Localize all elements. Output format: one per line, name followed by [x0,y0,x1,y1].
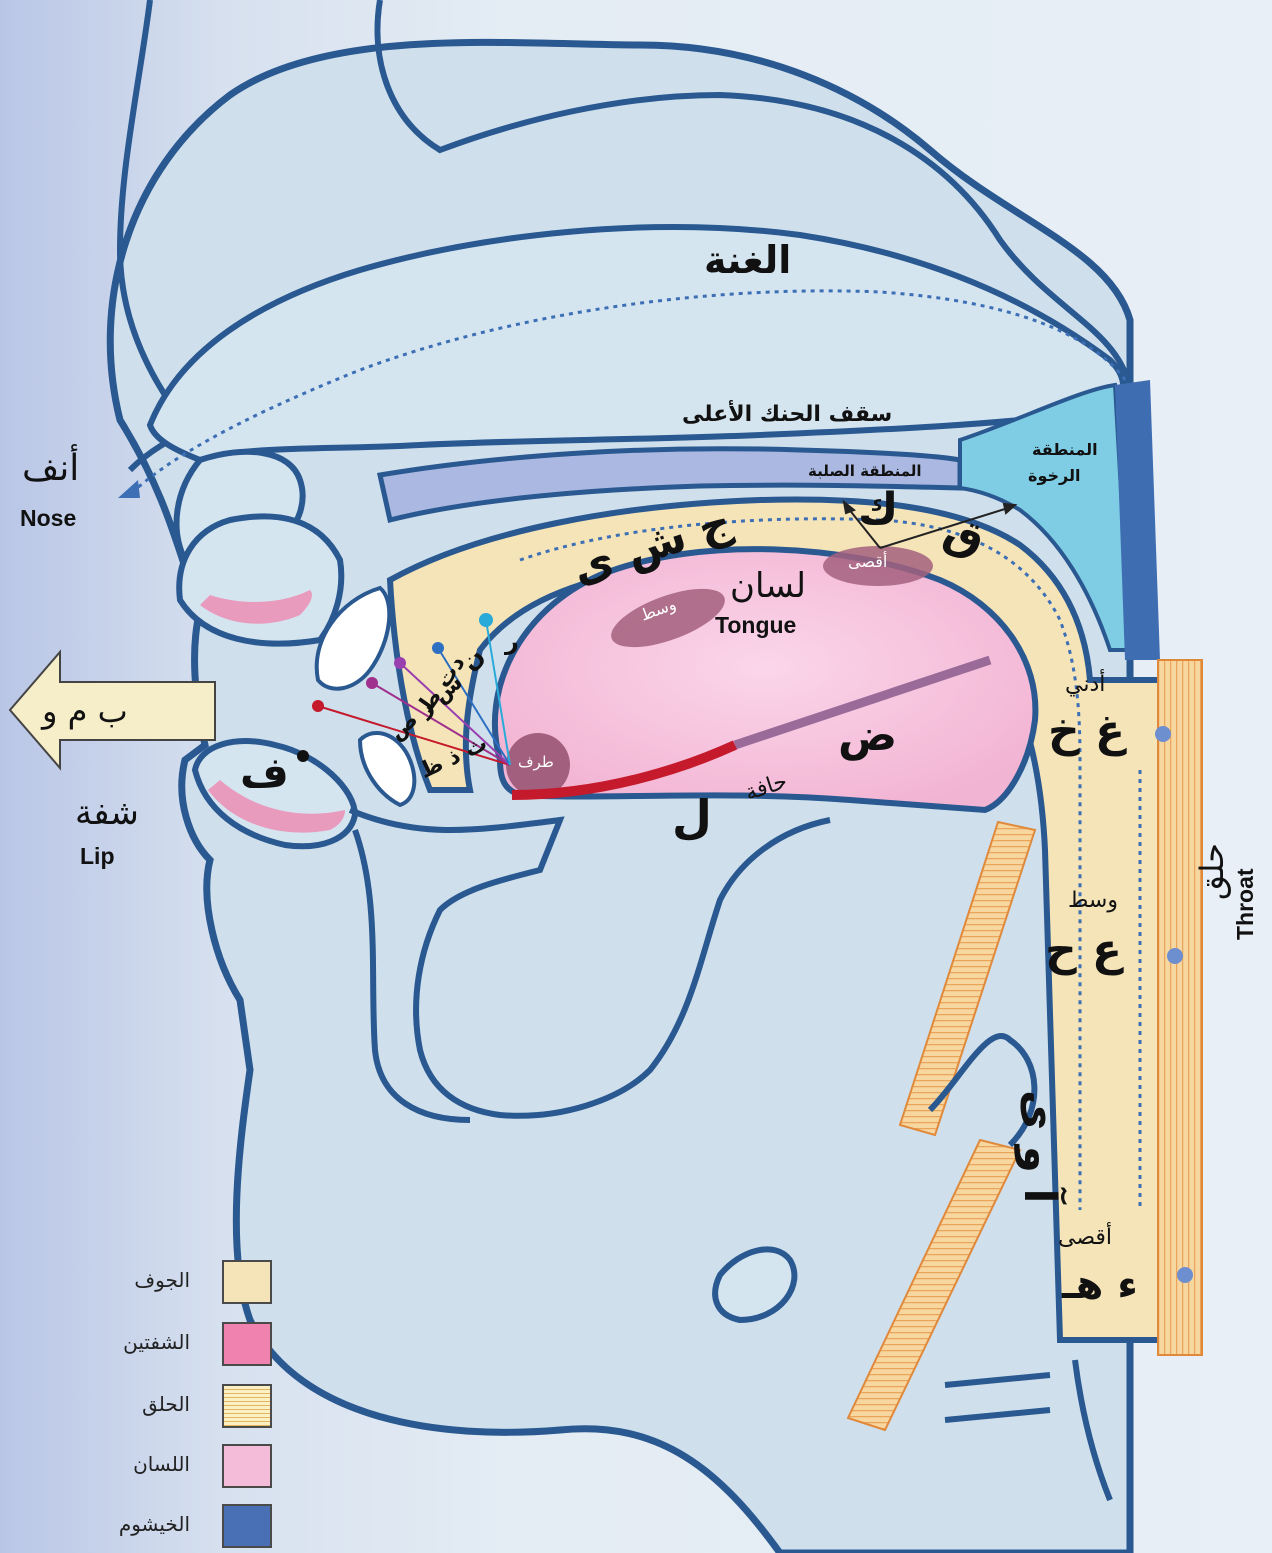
legend-item-jawf: الجوف [100,1260,275,1308]
legend-swatch [222,1260,272,1304]
upper-lip [179,516,341,643]
legend-label: الشفتين [123,1330,190,1354]
tongue-en-label: Tongue [715,612,796,639]
adna-label: أدني [1065,672,1105,697]
legend-item-khayshum: الخيشوم [100,1504,275,1552]
hamza-ha-letters: ء هـ [1062,1262,1138,1308]
aqsa-throat-label: أقصى [1058,1225,1112,1250]
soft-region-label-1: المنطقة [1032,440,1098,459]
nose-en-label: Nose [20,505,76,532]
legend-item-throat: الحلق [100,1384,275,1432]
kaf-letter: ك [858,484,898,535]
ain-ha-letters: ع ح [1045,925,1122,976]
ghain-kha-letters: غ خ [1048,706,1125,757]
legend-label: الجوف [134,1268,190,1292]
throat-ar-label: حلق [1193,843,1231,900]
airflow-arrowhead [118,480,140,498]
lip-ar-label: شفة [75,793,139,833]
tongue-ar-label: لسان [730,566,806,606]
lip-en-label: Lip [80,843,115,870]
legend-swatch [222,1322,272,1366]
legend-item-lips: الشفتين [100,1322,275,1370]
legend-swatch [222,1384,272,1428]
legend-label: اللسان [133,1452,190,1476]
legend-swatch [222,1444,272,1488]
hard-region-label: المنطقة الصلبة [808,462,922,480]
taraf-label: طرف [518,753,554,771]
legend-label: الخيشوم [119,1512,190,1536]
lip-letters: ب م و [42,692,128,730]
legend-swatch [222,1504,272,1548]
dad-letter: ض [838,710,897,761]
fa-letter: ف [240,748,289,797]
lam-letter: ل [672,790,712,844]
ghunna-label: الغنة [704,238,791,282]
legend-item-tongue: اللسان [100,1444,275,1492]
fa-dot [297,750,309,762]
wasat-throat-label: وسط [1068,888,1118,913]
ra-letter: ر [505,627,519,655]
palate-roof-label: سقف الحنك الأعلى [682,402,892,427]
aqsa-tongue-label: أقصى [848,552,887,571]
nose-ar-label: أنف [22,448,79,489]
soft-region-label-2: الرخوة [1028,466,1080,485]
jawf-letters: آ و ى [1014,1090,1065,1203]
throat-en-label: Throat [1232,868,1259,940]
legend-label: الحلق [142,1392,190,1416]
